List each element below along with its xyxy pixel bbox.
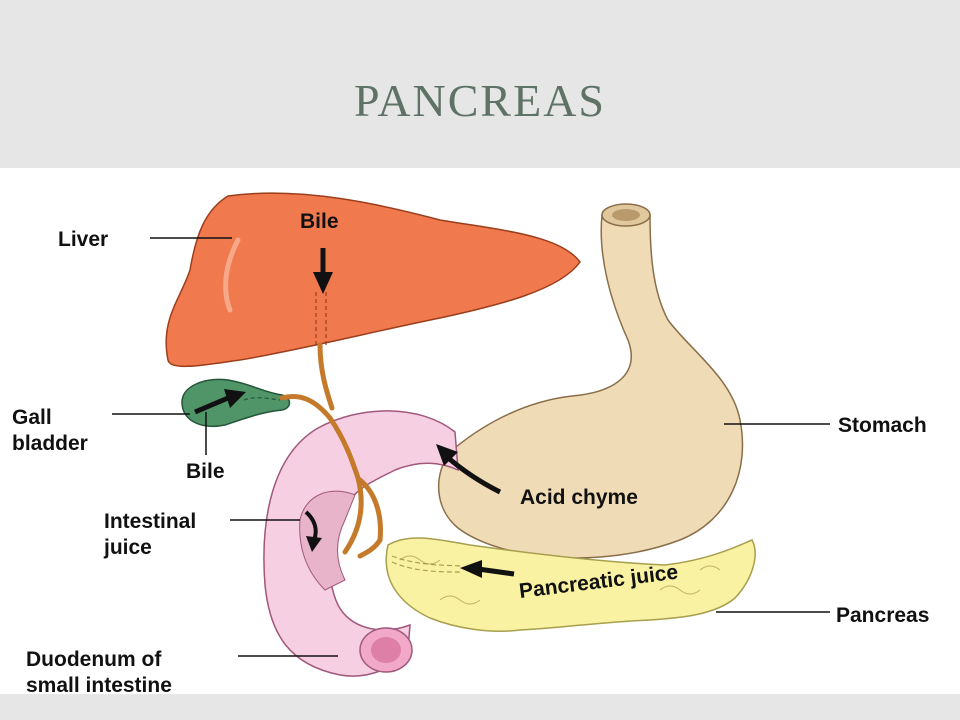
flow-arrows (194, 248, 515, 578)
gallbladder-shape (181, 378, 291, 427)
label-gall: Gall (12, 406, 52, 429)
gallbladder-bile-arrow (224, 389, 246, 408)
leader-lines (112, 237, 830, 657)
bile-duct-in-liver (315, 292, 327, 345)
cystic-duct-dashes (243, 397, 281, 401)
stomach-shape (437, 214, 744, 559)
pancreas-lobules (399, 555, 721, 605)
label-pancreas: Pancreas (836, 604, 929, 627)
bile-duct (279, 342, 383, 559)
digestive-diagram: Liver Bile Gall bladder Bile Stomach Aci… (0, 168, 960, 697)
pancreatic-duct (391, 555, 463, 573)
liver-highlight (223, 237, 241, 313)
slide-title: PANCREAS (353, 75, 607, 126)
pancreas-shape (385, 537, 756, 632)
label-duodenum-of: Duodenum of (26, 648, 162, 671)
esophagus-lumen (612, 209, 640, 221)
label-bile-bottom: Bile (186, 460, 225, 483)
bottom-band (0, 694, 960, 720)
label-bile-top: Bile (300, 210, 339, 233)
intestinal-juice-arrow (306, 536, 322, 552)
bile-arrow (313, 272, 333, 294)
label-juice: juice (103, 536, 152, 559)
intestinal-lining (299, 490, 356, 591)
label-liver: Liver (58, 228, 108, 251)
label-small-intestine: small intestine (26, 674, 172, 694)
title-band (0, 0, 960, 168)
liver-shape (165, 192, 581, 368)
pancreatic-juice-arrow (460, 560, 482, 578)
acid-chyme-arrow (436, 444, 458, 466)
label-acid-chyme: Acid chyme (520, 486, 638, 509)
duodenum-lumen (371, 637, 401, 663)
label-bladder: bladder (12, 432, 88, 455)
diagram-svg: Liver Bile Gall bladder Bile Stomach Aci… (12, 192, 929, 697)
label-stomach: Stomach (838, 414, 927, 437)
label-intestinal: Intestinal (104, 510, 196, 533)
